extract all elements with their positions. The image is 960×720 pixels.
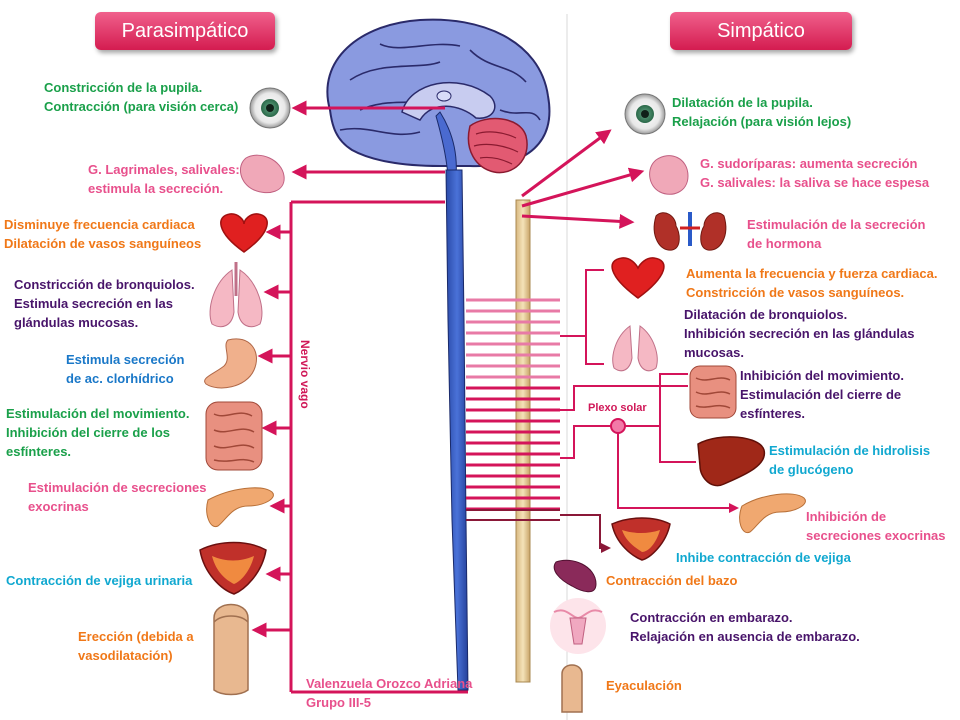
right-eye-icon (624, 93, 666, 135)
plexus-node (610, 418, 626, 434)
right-intestine-label: Inhibición del movimiento.Estimulación d… (740, 368, 904, 421)
right-bladder-label: Inhibe contracción de vejiga (676, 550, 851, 565)
spinal-cord (445, 169, 469, 691)
left-bladder-icon (199, 541, 267, 595)
sympathetic-header: Simpático (670, 12, 852, 50)
left-eye-label: Constricción de la pupila.Contracción (p… (44, 80, 239, 114)
right-heart-icon (611, 257, 665, 299)
left-lungs-label: Constricción de bronquiolos.Estimula sec… (14, 277, 195, 330)
left-penis-icon (213, 603, 249, 696)
sympathetic-arrows (521, 129, 645, 229)
parasympathetic-header: Parasimpático (95, 12, 275, 50)
left-heart-icon (220, 213, 268, 253)
right-penis-label: Eyaculación (606, 678, 682, 693)
left-eye-icon (249, 87, 291, 129)
vertebral-column (515, 199, 531, 683)
vagus-nerve-label: Nervio vago (298, 340, 312, 409)
sympathetic-connectors (466, 298, 560, 511)
left-intestine-icon (205, 401, 263, 471)
right-bladder-icon (611, 517, 671, 561)
bladder-arrow (560, 514, 611, 553)
sympathetic-brackets (560, 269, 739, 513)
brain-illustration (326, 18, 551, 177)
left-bladder-label: Contracción de vejiga urinaria (6, 573, 193, 588)
kidney-icon (653, 212, 727, 251)
right-pancreas-icon (739, 493, 806, 534)
right-uterus-label: Contracción en embarazo.Relajación en au… (630, 610, 860, 644)
right-eye-label: Dilatación de la pupila.Relajación (para… (672, 95, 852, 129)
left-stomach-icon (204, 338, 257, 389)
left-glands-label: G. Lagrimales, salivales:estimula la sec… (88, 162, 240, 196)
right-heart-label: Aumenta la frecuencia y fuerza cardiaca.… (686, 266, 938, 300)
right-lungs-label: Dilatación de bronquiolos.Inhibición sec… (684, 307, 915, 360)
solar-plexus-label: Plexo solar (588, 402, 647, 414)
right-spleen-label: Contracción del bazo (606, 573, 738, 588)
left-pancreas-icon (206, 487, 274, 528)
liver-icon (697, 436, 766, 487)
left-salivary-gland-icon (239, 154, 285, 194)
right-penis-icon (561, 664, 583, 713)
left-intestine-label: Estimulación del movimiento.Inhibición d… (6, 406, 190, 459)
spleen-icon (553, 559, 597, 593)
right-lungs-icon (612, 325, 658, 372)
left-lungs-icon (209, 262, 263, 328)
parasympathetic-arrows (251, 100, 445, 638)
right-intestine-icon (689, 365, 737, 419)
uterus-icon (550, 598, 606, 654)
right-salivary-gland-icon (649, 155, 689, 195)
sacral-connectors (466, 509, 560, 521)
